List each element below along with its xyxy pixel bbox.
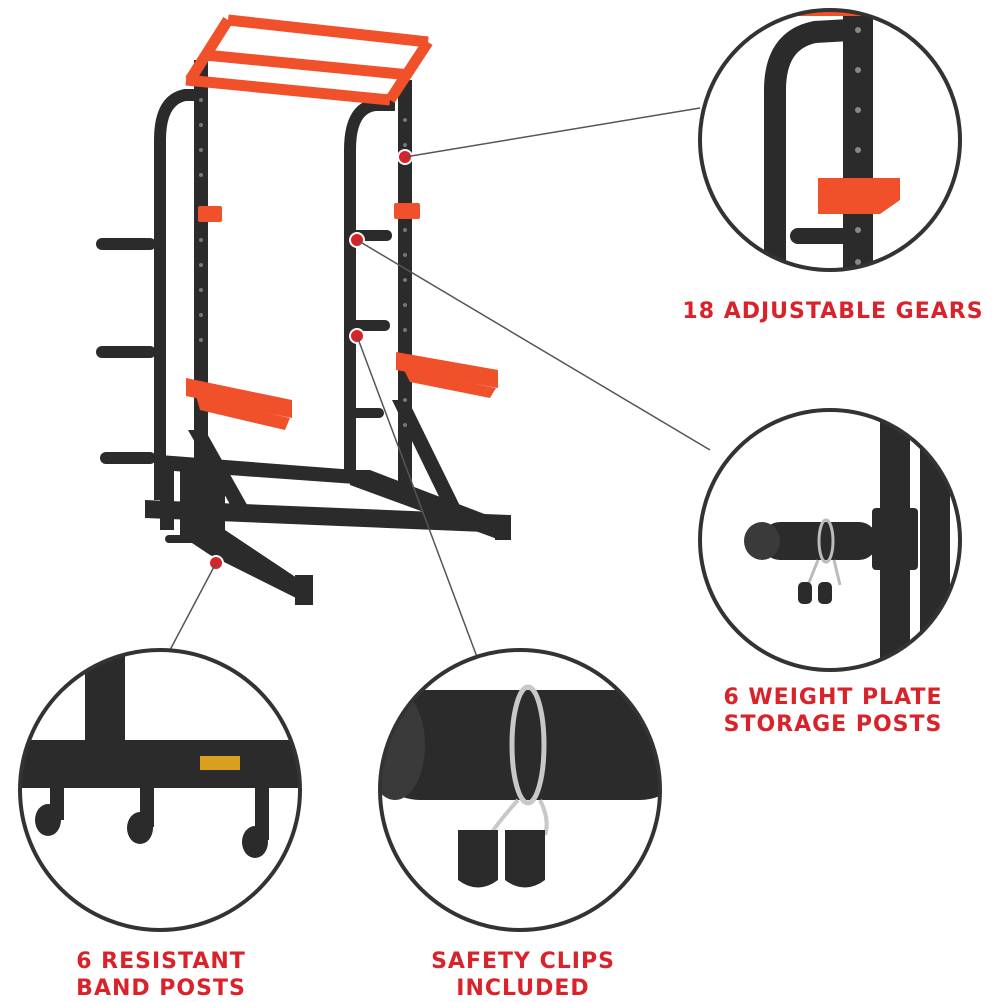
top-frame — [185, 14, 433, 106]
power-rack — [96, 14, 511, 605]
callout-line: SAFETY CLIPS — [431, 949, 615, 974]
detail-circle-gears — [698, 8, 962, 272]
detail-circle-safety-clips — [378, 648, 662, 932]
front-left-upright — [194, 60, 208, 530]
upright-holes — [199, 98, 407, 427]
spotter-arms — [186, 352, 498, 430]
callout-weight-plate-storage-posts: 6 WEIGHT PLATE STORAGE POSTS — [690, 684, 976, 738]
callout-line: 18 ADJUSTABLE GEARS — [682, 299, 984, 324]
leader-lines — [169, 107, 711, 666]
callout-adjustable-gears: 18 ADJUSTABLE GEARS — [672, 298, 994, 325]
front-right-upright — [398, 80, 412, 500]
j-hooks — [198, 203, 420, 222]
detail-circle-band-posts — [18, 648, 302, 932]
detail-circle-plate-posts — [698, 408, 962, 672]
callout-line: INCLUDED — [456, 976, 590, 1001]
callout-line: BAND POSTS — [76, 976, 246, 1001]
callout-line: 6 RESISTANT — [76, 949, 246, 974]
plate-posts — [96, 230, 392, 464]
callout-resistant-band-posts: 6 RESISTANT BAND POSTS — [38, 948, 284, 1002]
rear-right-upright — [344, 99, 395, 480]
indicator-dots — [208, 149, 413, 571]
callout-line: 6 WEIGHT PLATE — [723, 685, 943, 710]
rack-band-posts — [165, 535, 239, 553]
rear-left-upright — [154, 89, 200, 500]
callout-safety-clips: SAFETY CLIPS INCLUDED — [400, 948, 646, 1002]
callout-line: STORAGE POSTS — [723, 712, 943, 737]
